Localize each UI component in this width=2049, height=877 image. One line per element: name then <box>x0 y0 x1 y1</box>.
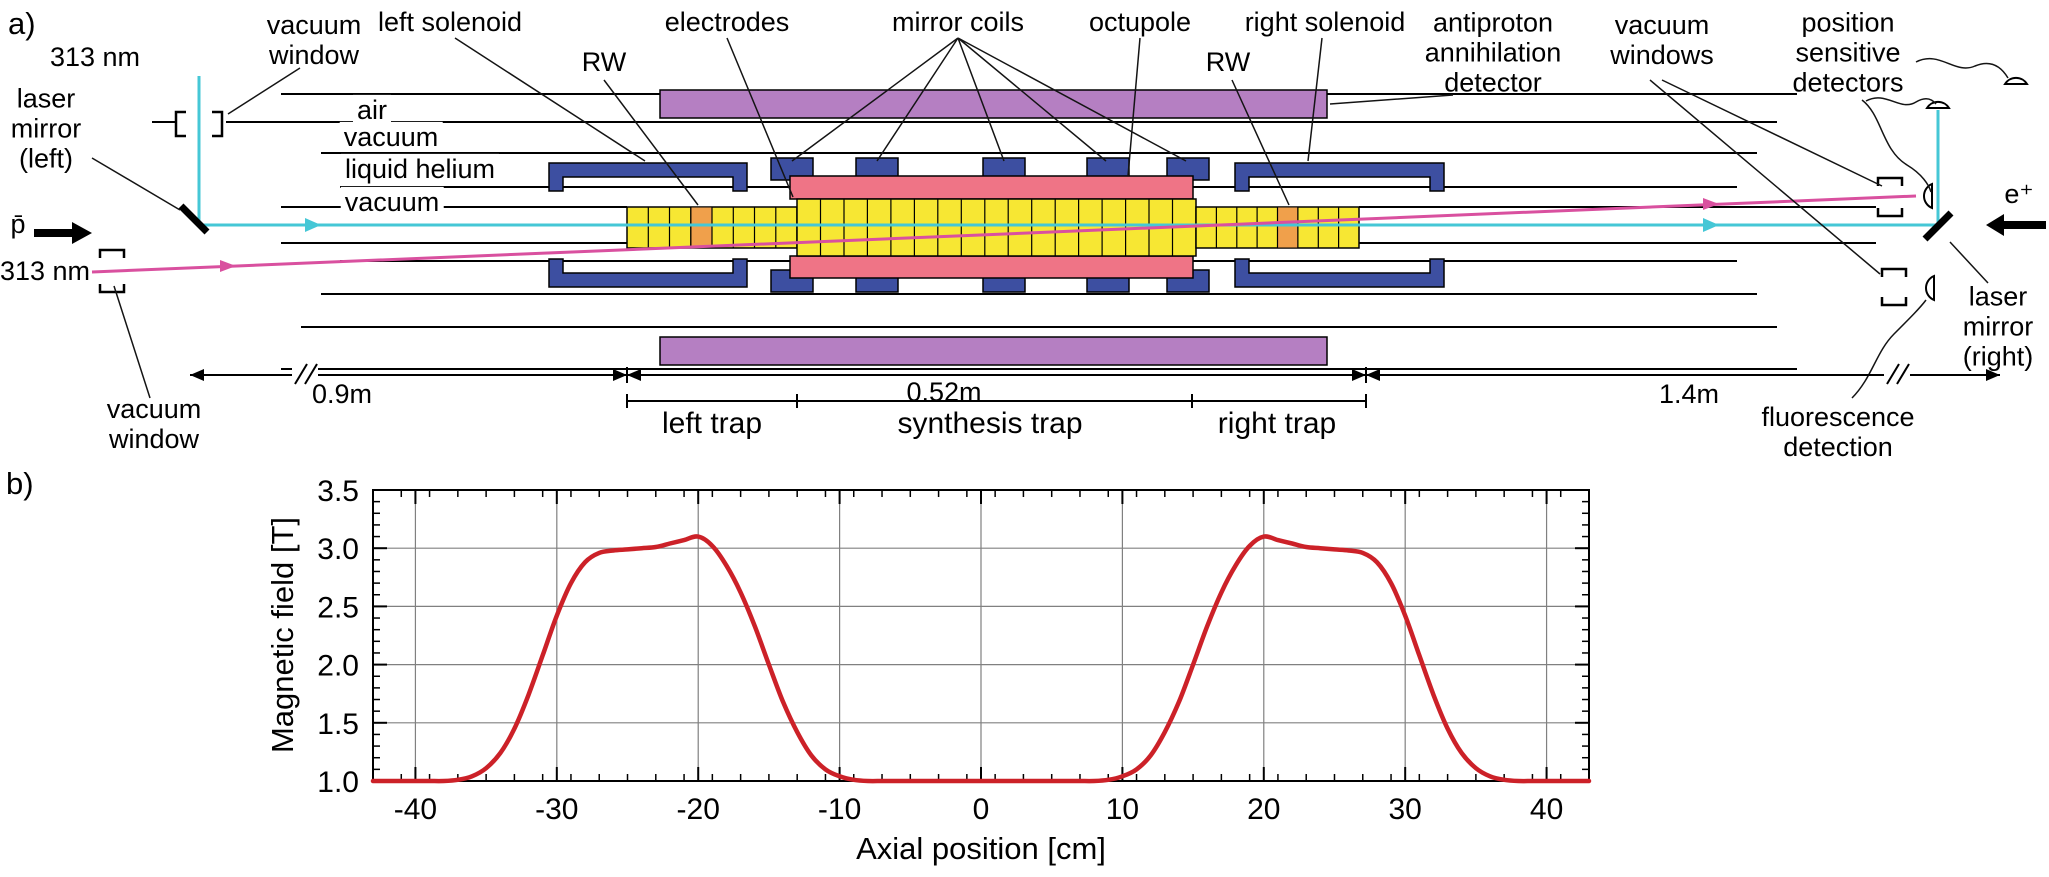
label-vacuum-window-top: vacuum window <box>266 9 362 70</box>
cooling-laser-beam-cyan <box>197 76 1940 232</box>
y-axis-title: Magnetic field [T] <box>265 516 300 754</box>
pmt-detector-axis <box>1923 182 1933 210</box>
svg-text:2.0: 2.0 <box>317 650 359 683</box>
svg-text:1.5: 1.5 <box>317 708 359 741</box>
left-solenoid-coil <box>548 258 748 288</box>
rotating-wall-electrode-right <box>1277 206 1299 249</box>
magnetic-field-panel: b) -40 -30 -20 -10 0 10 20 30 40 1.0 1.5 2.0 2.5 3.0 3… <box>0 464 2049 877</box>
annihilation-detector-bars <box>659 89 1328 366</box>
label-laser-wavelength-bottom: 313 nm <box>0 255 91 286</box>
left-solenoid-coil <box>548 162 748 192</box>
svg-text:20: 20 <box>1247 793 1280 826</box>
vacuum-window-symbol-bottom-left <box>98 248 126 294</box>
label-layer-air: air <box>352 94 392 126</box>
label-dim-0-52m: 0.52m <box>906 376 982 407</box>
label-dim-1-4m: 1.4m <box>1658 378 1720 409</box>
label-annihilation-detector: antiproton annihilation detector <box>1424 7 1562 99</box>
svg-text:40: 40 <box>1530 793 1563 826</box>
pmt-detector-fluorescence <box>1925 274 1935 302</box>
label-layer-vacuum-inner: vacuum <box>340 186 444 218</box>
right-solenoid-coil <box>1234 162 1445 192</box>
panel-b-tag: b) <box>6 466 34 501</box>
probe-laser-beam-magenta <box>91 194 1917 274</box>
pmt-detector-cyan-exit <box>1925 101 1951 109</box>
label-position-detectors: position sensitive detectors <box>1792 7 1904 99</box>
positron-arrow <box>1986 214 2046 236</box>
label-layer-vacuum-outer: vacuum <box>339 121 443 153</box>
vacuum-window-symbol-top-left <box>174 110 224 138</box>
electrode-stacks <box>626 198 1360 257</box>
svg-text:3.5: 3.5 <box>317 475 359 508</box>
label-left-solenoid: left solenoid <box>377 6 523 37</box>
vacuum-window-symbol-fluorescence <box>1880 267 1908 307</box>
vacuum-window-symbol-right-axis <box>1876 176 1904 218</box>
magnetic-field-chart: -40 -30 -20 -10 0 10 20 30 40 1.0 1.5 2.0 2.5 3.0 3.5 <box>317 475 1592 826</box>
label-laser-mirror-right: laser mirror (right) <box>1962 281 2034 373</box>
svg-text:10: 10 <box>1106 793 1139 826</box>
label-dim-0-9m: 0.9m <box>311 378 373 409</box>
apparatus-schematic <box>34 37 2046 408</box>
axis-ticks <box>372 489 1590 782</box>
apparatus-panel: a) 313 nm vacuum window left solenoid RW… <box>0 6 2046 462</box>
svg-text:30: 30 <box>1388 793 1421 826</box>
pmt-detector-top-right <box>2003 77 2029 85</box>
svg-text:3.0: 3.0 <box>317 533 359 566</box>
panel-a-tag: a) <box>8 6 36 41</box>
mirror-coils <box>770 157 1210 293</box>
svg-text:-40: -40 <box>394 793 437 826</box>
dimension-lines <box>190 363 2000 386</box>
label-vacuum-windows-right: vacuum windows <box>1610 9 1714 70</box>
svg-text:-30: -30 <box>535 793 578 826</box>
laser-mirror-right-shape <box>1922 210 1954 242</box>
label-positron-symbol: e⁺ <box>2004 178 2034 209</box>
svg-text:1.0: 1.0 <box>317 766 359 799</box>
vacuum-window-symbols <box>98 110 1908 307</box>
svg-text:-20: -20 <box>677 793 720 826</box>
wavy-signal-lines <box>1851 57 2009 399</box>
laser-mirror-left-shape <box>178 203 210 235</box>
label-vacuum-window-bottom: vacuum window <box>106 393 202 454</box>
svg-text:-10: -10 <box>818 793 861 826</box>
solenoid-coils <box>548 162 1445 288</box>
rotating-wall-electrode-left <box>690 206 713 249</box>
label-laser-wavelength-top: 313 nm <box>49 41 141 72</box>
field-curve <box>370 534 1592 784</box>
label-left-trap: left trap <box>661 407 763 441</box>
x-axis-title: Axial position [cm] <box>856 831 1106 866</box>
label-right-solenoid: right solenoid <box>1244 6 1406 37</box>
svg-text:0: 0 <box>973 793 990 826</box>
right-solenoid-coil <box>1234 258 1445 288</box>
trap-span-bracket <box>626 394 1367 408</box>
tick-labels: -40 -30 -20 -10 0 10 20 30 40 1.0 1.5 2.0 2.5 3.0 3.5 <box>317 475 1563 826</box>
leader-lines <box>91 37 2009 399</box>
label-synthesis-trap: synthesis trap <box>897 407 1083 441</box>
label-laser-mirror-left: laser mirror (left) <box>10 83 82 175</box>
label-layer-liquid-helium: liquid helium <box>340 153 500 185</box>
label-mirror-coils: mirror coils <box>892 6 1024 37</box>
label-right-trap: right trap <box>1217 407 1337 441</box>
grid-lines <box>373 489 1589 782</box>
label-electrodes: electrodes <box>664 6 790 37</box>
label-octupole: octupole <box>1088 6 1192 37</box>
antiproton-arrow <box>34 222 92 244</box>
label-rw-right: RW <box>1205 46 1251 77</box>
label-antiproton-symbol: p̄ <box>10 208 26 239</box>
svg-text:2.5: 2.5 <box>317 591 359 624</box>
octupole-magnet <box>789 175 1194 279</box>
label-rw-left: RW <box>581 46 627 77</box>
label-fluorescence-detection: fluorescence detection <box>1761 401 1915 462</box>
